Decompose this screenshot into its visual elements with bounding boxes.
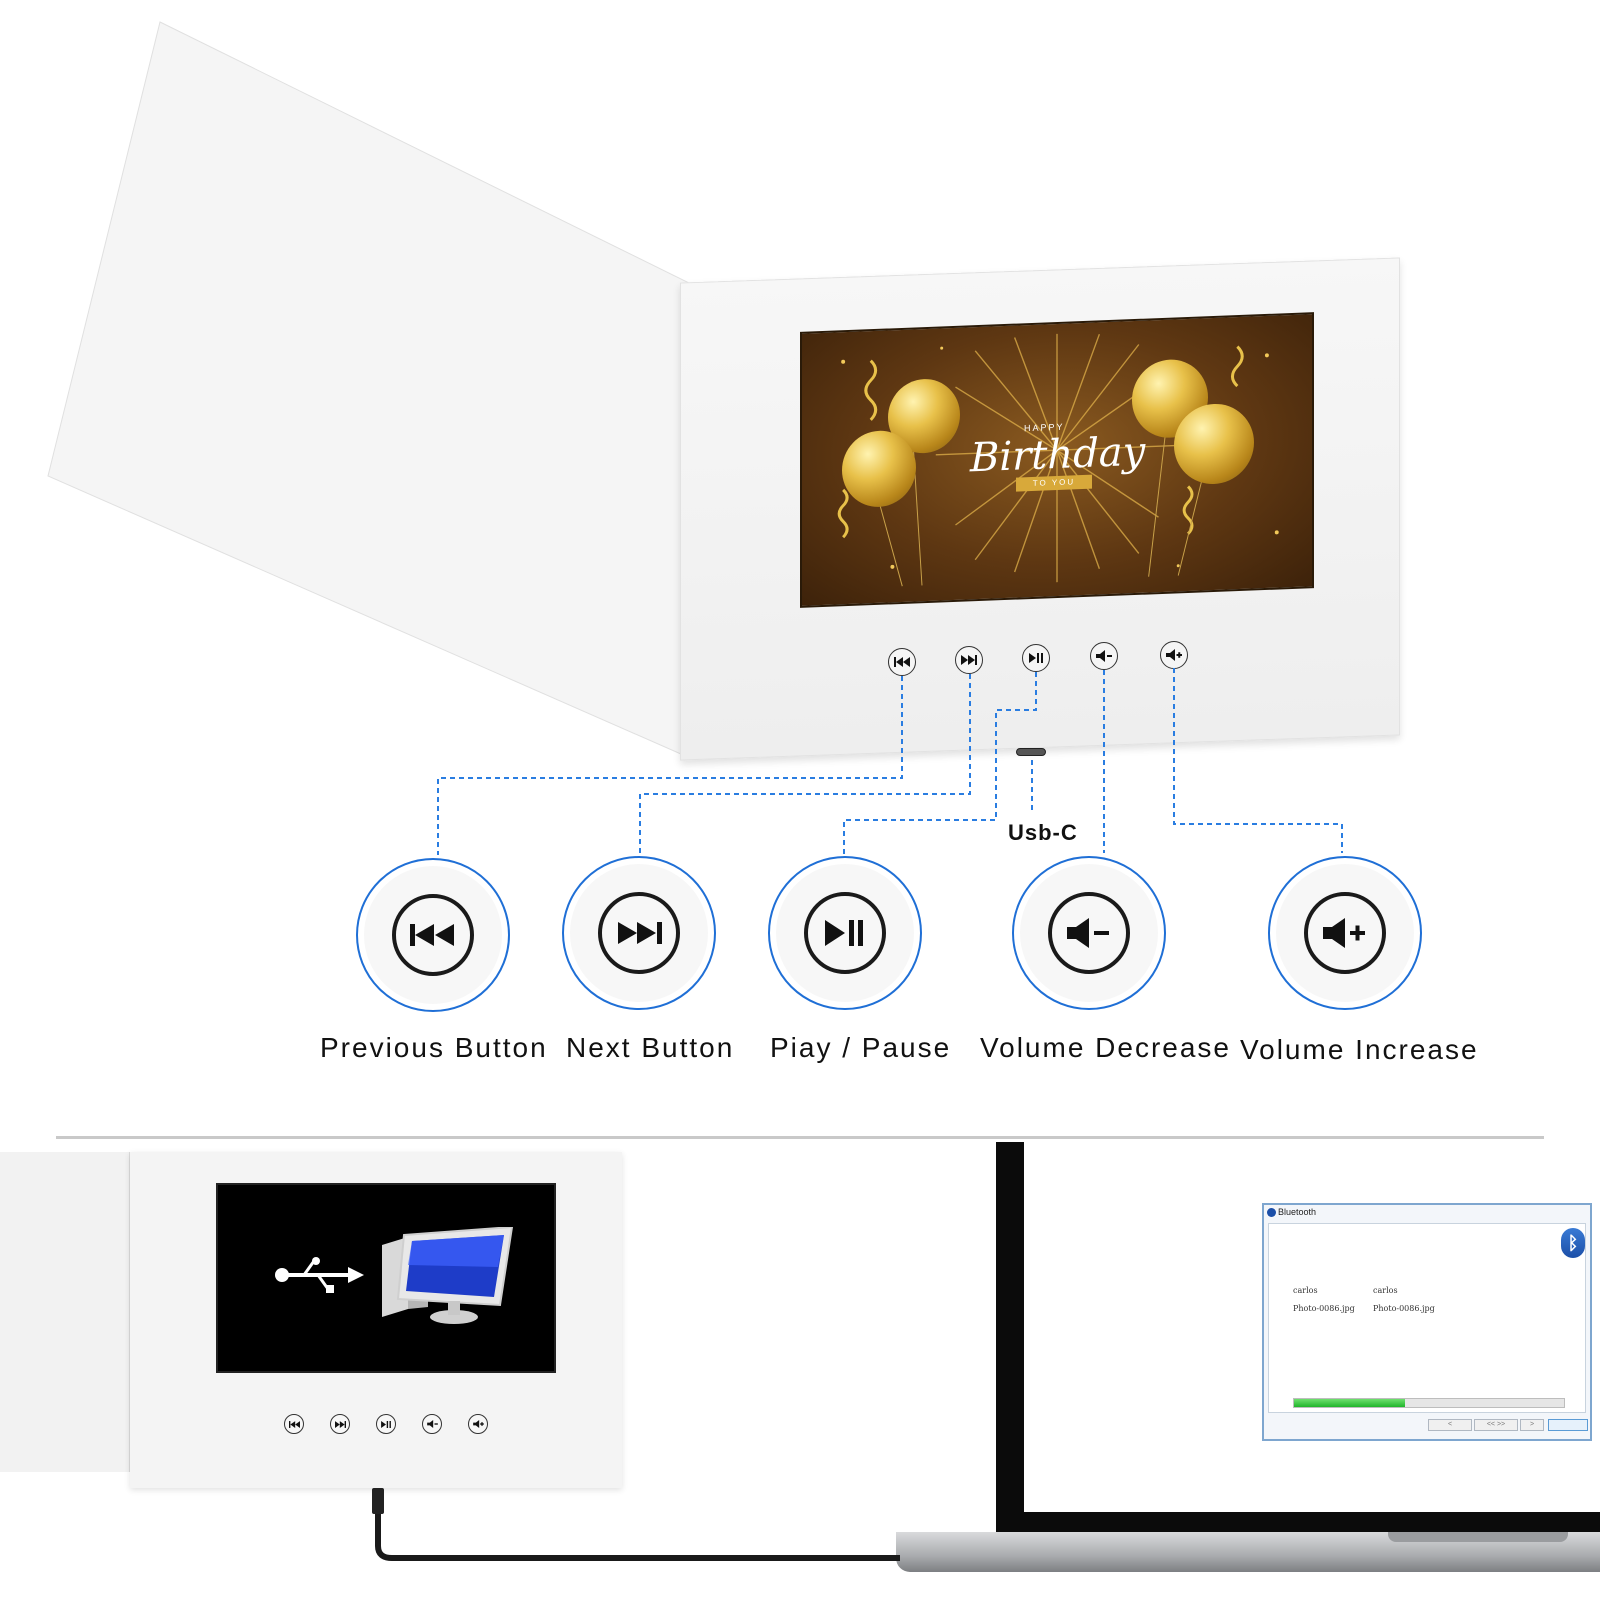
play-pause-icon — [825, 920, 863, 946]
laptop-notch — [1388, 1532, 1568, 1542]
card-play-pause-button[interactable] — [1022, 644, 1050, 672]
previous-button-diagram — [356, 858, 510, 1012]
volume-increase-icon — [472, 1420, 484, 1428]
volume-decrease-icon — [1067, 918, 1109, 948]
label-next-button: Next Button — [566, 1032, 735, 1063]
volume-decrease-icon — [1096, 650, 1112, 662]
play-pause-icon — [381, 1420, 391, 1428]
usb-c-port[interactable] — [1016, 748, 1046, 756]
video-screen: HAPPY Birthday TO YOU — [800, 312, 1314, 608]
transfer-progress-fill — [1294, 1399, 1405, 1407]
card2-previous-button[interactable] — [284, 1414, 304, 1434]
volume-decrease-icon — [426, 1420, 438, 1428]
card2-next-button[interactable] — [330, 1414, 350, 1434]
card2-play-pause-button[interactable] — [376, 1414, 396, 1434]
bluetooth-window: Bluetooth ᛒ carlos carlos Photo-0086.jpg… — [1262, 1203, 1592, 1441]
label-previous-button: Previous Button — [320, 1032, 548, 1063]
next-icon — [961, 655, 977, 665]
file-col2: Photo-0086.jpg — [1373, 1304, 1435, 1313]
nav-prev-button[interactable]: < — [1428, 1419, 1472, 1431]
ok-button[interactable] — [1548, 1419, 1588, 1431]
volume-decrease-button-diagram — [1012, 856, 1166, 1010]
bluetooth-window-title: Bluetooth — [1278, 1207, 1317, 1217]
file-col1: Photo-0086.jpg — [1293, 1304, 1355, 1313]
computer-icon — [382, 1227, 514, 1324]
transfer-progress-bar — [1293, 1398, 1565, 1408]
card2-volume-decrease-button[interactable] — [422, 1414, 442, 1434]
card-previous-button[interactable] — [888, 648, 916, 676]
usb-connection-screen — [216, 1183, 556, 1373]
next-icon — [618, 922, 662, 944]
section-divider — [56, 1136, 1544, 1139]
volume-increase-icon — [1323, 918, 1365, 948]
card-next-button[interactable] — [955, 646, 983, 674]
greeting-ribbon: TO YOU — [1016, 474, 1092, 492]
nav-next-button[interactable]: > — [1520, 1419, 1544, 1431]
card-cover-panel-2 — [0, 1152, 130, 1472]
card-volume-increase-button[interactable] — [1160, 641, 1188, 669]
sunburst-rays — [837, 333, 1279, 587]
nav-mid-button[interactable]: << >> — [1474, 1419, 1518, 1431]
usb-icon — [275, 1257, 364, 1293]
card-volume-decrease-button[interactable] — [1090, 642, 1118, 670]
bluetooth-window-content: ᛒ carlos carlos Photo-0086.jpg Photo-008… — [1268, 1223, 1586, 1413]
play-pause-icon — [1029, 653, 1043, 663]
label-volume-decrease: Volume Decrease — [980, 1032, 1232, 1063]
next-icon — [334, 1420, 346, 1428]
bluetooth-icon: ᛒ — [1561, 1228, 1585, 1258]
volume-increase-icon — [1166, 649, 1182, 661]
play-pause-button-diagram — [768, 856, 922, 1010]
previous-icon — [288, 1420, 300, 1428]
greeting-main: Birthday — [970, 428, 1146, 482]
sender-col2: carlos — [1373, 1286, 1398, 1295]
previous-icon — [410, 924, 454, 946]
label-play-pause: Piay / Pause — [770, 1032, 952, 1063]
previous-icon — [894, 657, 910, 667]
label-volume-increase: Volume Increase — [1240, 1034, 1479, 1065]
volume-increase-button-diagram — [1268, 856, 1422, 1010]
sender-col1: carlos — [1293, 1286, 1318, 1295]
card2-volume-increase-button[interactable] — [468, 1414, 488, 1434]
usb-c-label: Usb-C — [1008, 820, 1078, 845]
bluetooth-small-icon — [1267, 1208, 1276, 1217]
next-button-diagram — [562, 856, 716, 1010]
